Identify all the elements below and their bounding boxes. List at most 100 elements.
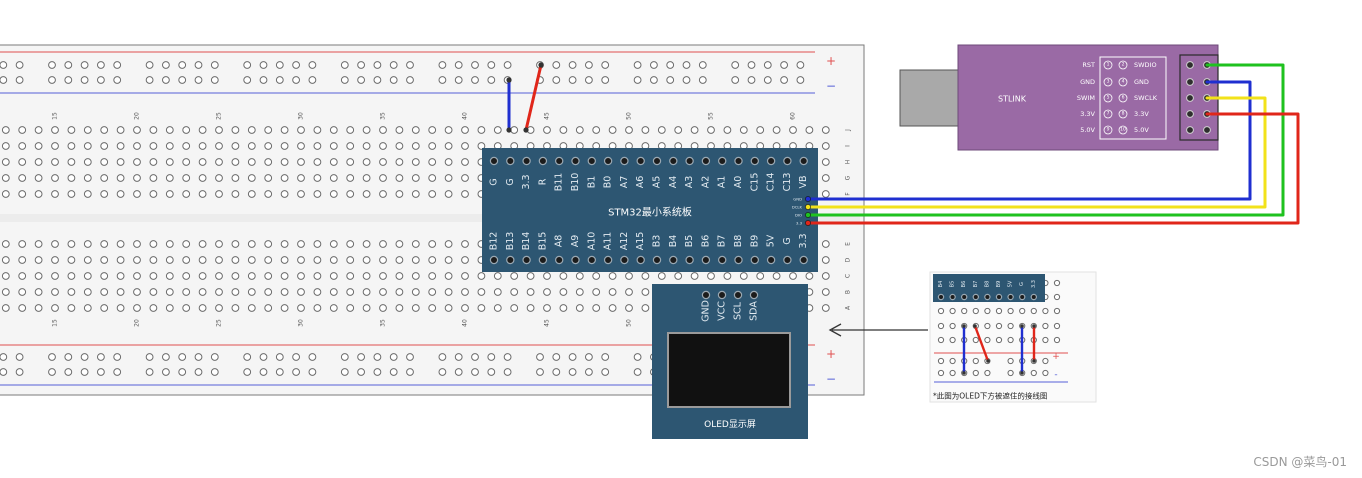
rail-hole [666,76,675,84]
inset-rails: +- [934,352,1068,383]
breadboard-hole [231,142,240,150]
breadboard-hole [625,126,633,134]
breadboard-hole [149,174,158,182]
inset-rail-hole [1042,369,1049,377]
inset-hole [1053,307,1061,315]
oled-pin [733,290,743,300]
rail-hole [162,61,170,69]
breadboard-hole [608,304,617,312]
stlink-pin-number-circle [1118,125,1128,135]
stm32-pin-label: G [489,178,500,185]
rail-hole [15,76,24,84]
breadboard-hole [116,272,125,280]
breadboard-hole [18,256,27,264]
rail-hole [275,368,284,376]
rail-hole [97,353,105,361]
rail-hole [292,76,301,84]
inset-hole [1042,307,1049,315]
breadboard-hole [1,174,10,182]
breadboard-hole [133,142,141,150]
oled-pin-label: SDA [749,301,760,321]
pointer-arrow [828,323,928,337]
stm32-pin-label: 3.3 [521,174,532,189]
rail-hole [308,353,317,361]
breadboard-hole [133,174,141,182]
breadboard-hole [428,158,437,166]
row-letter: I [845,145,852,147]
inset-minus-sign: - [1054,370,1057,380]
inset-rail-hole [972,357,979,365]
breadboard-hole [346,190,355,198]
rail-hole [64,76,73,84]
breadboard-hole [428,288,437,296]
rail-hole [357,368,366,376]
breadboard-hole [51,272,59,280]
rail-hole [275,61,284,69]
breadboard-hole [362,158,371,166]
breadboard-hole [411,174,420,182]
breadboard-hole [346,304,355,312]
inset-hole [995,336,1003,344]
breadboard-hole [395,288,404,296]
rail-hole [763,61,772,69]
stm32-pin [522,156,531,166]
rail-hole [487,368,496,376]
breadboard-hole [362,240,371,248]
stlink-pin-number-circle [1118,109,1128,119]
breadboard-hole [641,272,650,280]
rail-hole [487,61,496,69]
swd-pin [805,220,811,226]
breadboard-hole [313,288,322,296]
inset-hole [949,307,956,315]
stm32-pin-label: A2 [700,176,711,189]
breadboard-hole [411,240,420,248]
breadboard-hole [133,190,141,198]
breadboard-hole [198,142,207,150]
stm32-pin-label: C13 [782,173,793,192]
breadboard-hole [231,288,240,296]
breadboard-hole [67,288,76,296]
rail-hole [487,76,496,84]
breadboard-hole [411,142,420,150]
breadboard-hole [313,256,322,264]
breadboard-hole [756,272,765,280]
rail-hole [568,353,577,361]
rail-hole [194,353,203,361]
inset-hole [937,322,945,330]
breadboard-hole [182,126,191,134]
breadboard-hole [297,272,305,280]
stm32-pin [620,255,629,265]
rail-hole [97,368,105,376]
rail-hole [97,76,105,84]
breadboard-hole [329,174,338,182]
inset-rail-hole [949,357,956,365]
inset-hole [995,307,1003,315]
rail-hole [552,61,561,69]
stm32-pin-label: A1 [717,176,728,189]
breadboard-hole [477,288,486,296]
swd-wires [805,63,1300,226]
stm32-pin [783,255,792,265]
inset-hole [1053,322,1061,330]
power-rails: +−+− [0,51,836,386]
stm32-pin [783,156,792,166]
stm32-pin-label: G [505,178,516,185]
rail-hole [80,76,89,84]
rail-hole [145,368,154,376]
breadboard-hole [231,272,240,280]
breadboard-hole [411,126,420,134]
row-letter: E [845,242,852,246]
breadboard-hole [444,240,453,248]
breadboard-hole [362,256,371,264]
stlink-pin-number: 6 [1122,95,1125,101]
rail-hole [113,368,122,376]
inset-hole [1019,307,1026,315]
rail-hole [210,76,219,84]
breadboard-hole [247,126,256,134]
breadboard-hole [34,272,43,280]
breadboard-hole [297,190,305,198]
inset-hole [1053,293,1061,301]
stm32-pin [489,255,499,265]
breadboard-hole [428,304,437,312]
stm32-pin-label: A11 [603,232,614,251]
